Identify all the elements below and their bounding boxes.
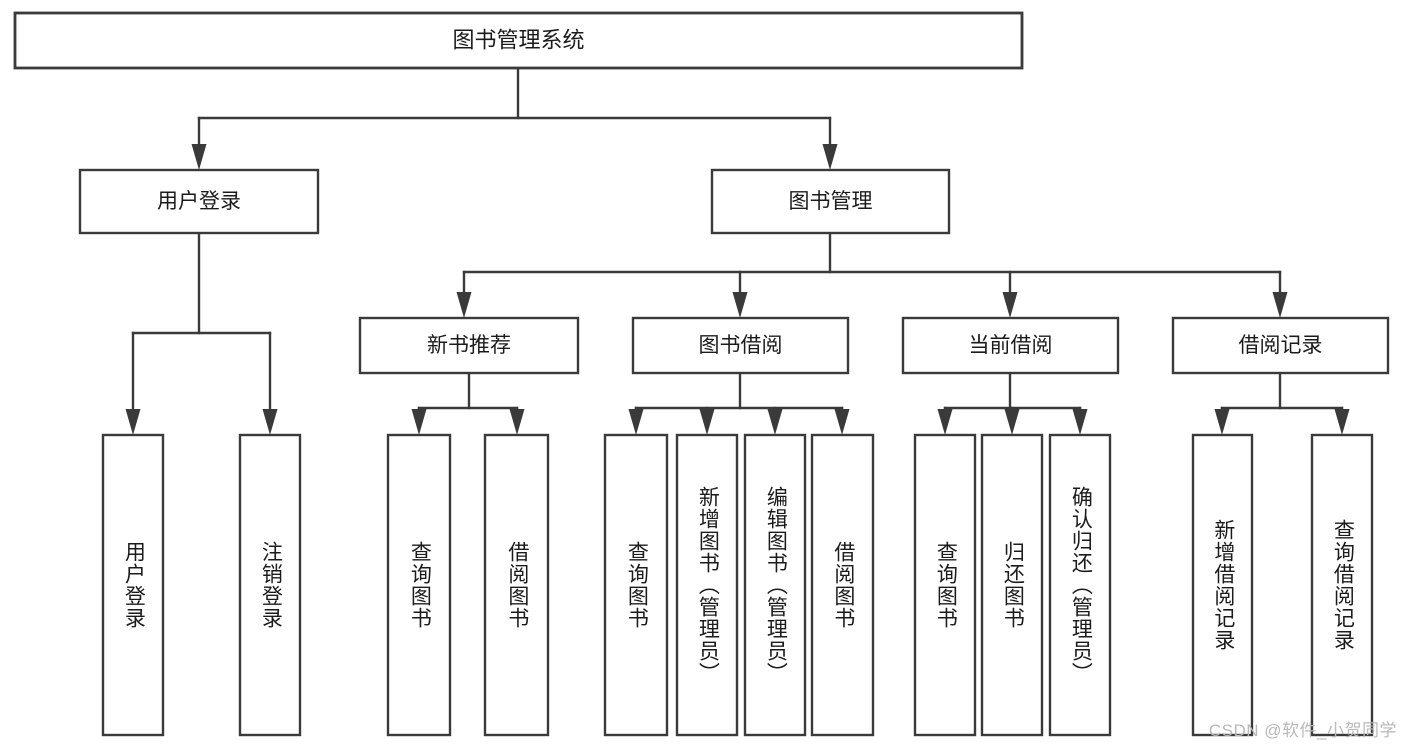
node-label-book-borrow: 图书借阅 [699,334,783,357]
conn-userlogin-to-leaves [125,231,278,435]
node-box-leaf-user-login[interactable] [101,433,165,737]
node-label-current-borrow: 当前借阅 [969,334,1053,357]
node-box-leaf-add-book-admin[interactable] [675,433,739,737]
arrow-head [456,292,472,318]
arrow-head [411,409,427,435]
node-label-new-book-recommend: 新书推荐 [427,334,511,357]
arrow-head [834,409,850,435]
node-box-borrow-record[interactable] [1171,316,1390,375]
csdn-watermark: CSDN @软件_小贺同学 [1208,721,1397,740]
node-box-leaf-query-book-current[interactable] [913,433,977,737]
conn-root-to-level2 [191,66,838,170]
node-box-leaf-edit-book-admin[interactable] [743,433,807,737]
arrow-head [732,292,748,318]
node-box-leaf-query-borrow-record[interactable] [1310,433,1374,737]
connector-layer [125,66,1350,435]
arrow-head [191,144,207,170]
node-box-book-manage[interactable] [710,168,951,235]
arrow-head [1334,409,1350,435]
arrow-head [1214,409,1230,435]
node-box-leaf-query-book-borrow[interactable] [603,433,669,737]
node-label-borrow-record: 借阅记录 [1239,334,1323,357]
node-box-book-borrow[interactable] [631,316,850,375]
arrow-head [1072,409,1088,435]
arrow-head [1002,292,1018,318]
node-box-root[interactable] [13,11,1024,70]
node-box-current-borrow[interactable] [901,316,1120,375]
conn-currentborrow-to-leaves [937,371,1088,435]
node-label-user-login: 用户登录 [157,190,241,213]
node-box-leaf-confirm-return-admin[interactable] [1048,433,1112,737]
arrow-head [262,409,278,435]
arrow-head [628,409,644,435]
arrow-head [1004,409,1020,435]
node-box-user-login[interactable] [78,168,320,235]
arrow-head [509,409,525,435]
node-box-leaf-return-book[interactable] [980,433,1044,737]
node-label-book-manage: 图书管理 [789,190,873,213]
node-box-layer [13,11,1390,737]
node-box-new-book-recommend[interactable] [358,316,580,375]
node-label-root: 图书管理系统 [452,27,584,52]
conn-newbook-to-leaves [411,371,525,435]
arrow-head [1272,292,1288,318]
node-box-leaf-add-borrow-record[interactable] [1191,433,1254,737]
node-box-leaf-query-book-rec[interactable] [386,433,452,737]
arrow-head [822,144,838,170]
conn-bookmanage-to-level3 [456,231,1288,318]
conn-borrowrecord-to-leaves [1214,371,1350,435]
node-box-leaf-borrow-book[interactable] [810,433,875,737]
arrow-head [937,409,953,435]
node-box-leaf-logout[interactable] [238,433,302,737]
arrow-head [699,409,715,435]
arrow-head [767,409,783,435]
conn-bookborrow-to-leaves [628,371,850,435]
arrow-head [125,409,141,435]
node-box-leaf-borrow-book-rec[interactable] [483,433,550,737]
